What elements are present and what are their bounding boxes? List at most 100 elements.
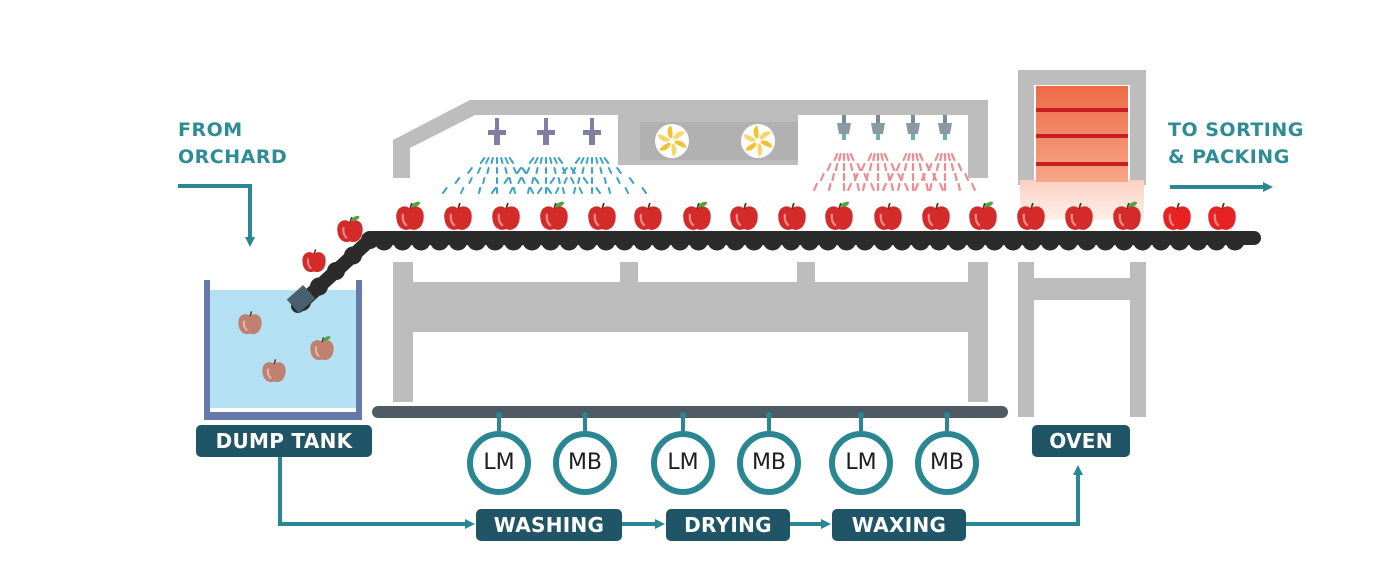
apple-icon — [922, 202, 950, 230]
conveyor-roller — [837, 231, 856, 251]
apple-icon — [238, 311, 262, 335]
wax-nozzle-group — [813, 115, 976, 192]
apple-icon — [588, 202, 616, 230]
conveyor-roller — [948, 231, 967, 251]
fan-group — [655, 124, 775, 158]
step-washing: WASHING — [476, 509, 622, 541]
motor-lm-1: LM — [467, 431, 531, 495]
conveyor-roller — [1170, 231, 1189, 251]
apple-icon — [1208, 202, 1236, 230]
wax-nozzle-icon — [813, 115, 875, 192]
apple-icon — [262, 359, 286, 383]
apple-icon — [634, 202, 662, 230]
conveyor-roller — [781, 231, 801, 251]
oven-structure — [1018, 70, 1146, 417]
conveyor-roller — [652, 231, 671, 251]
submerged-apples — [238, 311, 334, 383]
conveyor-roller — [430, 231, 449, 251]
apple-icon — [1065, 202, 1093, 230]
sprinkler-icon — [442, 118, 552, 194]
conveyor-roller — [361, 231, 379, 249]
conveyor-roller — [615, 231, 634, 251]
motor-mb-1: MB — [553, 431, 617, 495]
conveyor-roller — [911, 231, 930, 251]
conveyor-roller — [504, 231, 523, 251]
motor-mb-3: MB — [915, 431, 979, 495]
conveyor-roller — [559, 231, 579, 251]
oven-tag: OVEN — [1032, 425, 1130, 457]
apple-icon — [778, 202, 806, 230]
conveyor-roller — [374, 231, 394, 251]
apple-icon — [825, 201, 853, 230]
conveyor-roller — [327, 262, 345, 280]
apple-icon — [396, 201, 424, 230]
sprinkler-group — [442, 118, 647, 194]
motor-lm-3: LM — [829, 431, 893, 495]
conveyor-roller — [1022, 231, 1041, 251]
from-orchard-label: FROM ORCHARD — [178, 117, 287, 171]
wax-nozzle-icon — [914, 115, 976, 192]
conveyor-roller — [578, 231, 597, 251]
conveyor-roller — [541, 231, 560, 251]
conveyor-roller — [1096, 231, 1115, 251]
conveyor-roller — [1207, 231, 1226, 251]
to-label-line1: TO SORTING — [1168, 119, 1304, 141]
conveyor-roller — [411, 231, 431, 251]
flow-lines — [178, 182, 1273, 529]
apple-icon — [492, 202, 520, 230]
conveyor-roller — [689, 231, 708, 251]
conveyor-roller — [707, 231, 727, 251]
apple-icon — [302, 249, 326, 273]
wax-nozzle-icon — [847, 115, 909, 192]
conveyor-roller — [633, 231, 653, 251]
apple-icon — [1017, 202, 1045, 230]
conveyor-roller — [670, 231, 690, 251]
to-sorting-label: TO SORTING & PACKING — [1168, 117, 1304, 171]
conveyor-roller — [1059, 231, 1078, 251]
conveyor-roller — [596, 231, 616, 251]
from-label-line2: ORCHARD — [178, 146, 288, 168]
motor-mb-2: MB — [737, 431, 801, 495]
conveyor-roller — [344, 246, 362, 265]
conveyor-roller — [393, 231, 412, 251]
apple-icon — [444, 202, 472, 230]
apple-icon — [874, 202, 902, 230]
conveyor-roller — [310, 277, 328, 296]
conveyor-roller — [485, 231, 505, 251]
conveyor-roller — [1225, 231, 1245, 251]
apple-icon — [1113, 201, 1141, 230]
conveyor-roller — [467, 231, 486, 251]
apple-icon — [969, 201, 997, 230]
base-rail — [372, 406, 1008, 418]
conveyor-roller — [874, 231, 893, 251]
apple-icon — [730, 202, 758, 230]
conveyor-roller — [726, 231, 745, 251]
arrow-icon — [178, 184, 255, 247]
conveyor-roller — [929, 231, 949, 251]
conveyor-roller — [800, 231, 819, 251]
conveyor-roller — [1114, 231, 1134, 251]
conveyor — [286, 231, 1261, 314]
apple-icon — [540, 201, 568, 230]
conveyor-roller — [448, 231, 468, 251]
conveyor-roller — [522, 231, 542, 251]
conveyor-roller — [1040, 231, 1060, 251]
conveyor-roller — [1077, 231, 1097, 251]
conveyor-roller — [1188, 231, 1208, 251]
conveyor-intake — [286, 284, 316, 314]
conveyor-roller — [818, 231, 838, 251]
conveyor-roller — [985, 231, 1004, 251]
oven-heating-elements — [1036, 108, 1128, 166]
fan-icon — [655, 124, 689, 158]
sprinkler-icon — [537, 118, 647, 194]
conveyor-roller — [1003, 231, 1023, 251]
conveyor-roller — [966, 231, 986, 251]
conveyor-roller — [855, 231, 875, 251]
sprinkler-icon — [491, 118, 601, 194]
apple-icon — [337, 215, 363, 242]
from-label-line1: FROM — [178, 119, 243, 141]
conveyor-roller — [892, 231, 912, 251]
apple-icon — [310, 336, 334, 361]
fan-icon — [741, 124, 775, 158]
